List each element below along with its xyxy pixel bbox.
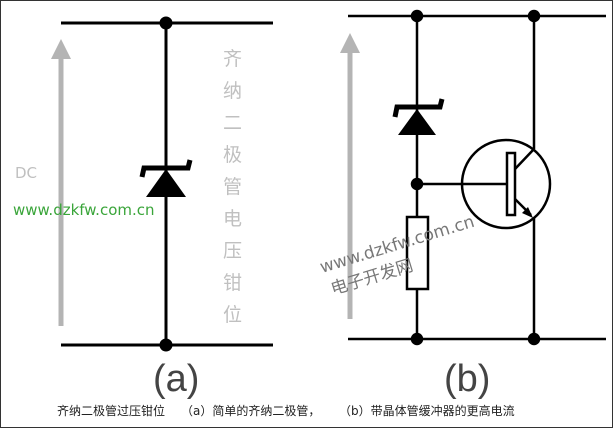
- label-a: (a): [153, 358, 199, 400]
- node-dot: [159, 16, 173, 30]
- dc-label: DC: [15, 164, 37, 182]
- vertical-char: 管: [223, 176, 242, 198]
- node-dot: [527, 9, 541, 23]
- vertical-text: 齐 纳 二 极 管 电 压 钳 位: [223, 48, 242, 326]
- vertical-char: 钳: [223, 272, 242, 294]
- resistor-icon: [405, 215, 430, 291]
- watermark-green: www.dzkfw.com.cn: [13, 201, 155, 219]
- node-dot: [410, 9, 424, 23]
- watermark-b: www.dzkfw.com.cn 电子开发网: [318, 212, 477, 300]
- vertical-char: 压: [223, 240, 242, 262]
- label-b: (b): [444, 358, 490, 400]
- vertical-char: 电: [223, 208, 242, 230]
- node-dot: [159, 338, 173, 352]
- caption-b: （b）带晶体管缓冲器的更高电流: [339, 403, 515, 418]
- vertical-char: 齐: [223, 48, 242, 70]
- node-dot: [410, 332, 424, 346]
- zener-diode-icon: [139, 159, 193, 197]
- zener-diode-icon: [392, 98, 445, 135]
- vertical-char: 纳: [223, 80, 242, 102]
- vertical-char: 位: [223, 304, 242, 326]
- caption-a: （a）简单的齐纳二极管，: [181, 403, 320, 418]
- caption-title: 齐纳二极管过压钳位: [57, 403, 165, 418]
- transistor-icon: [417, 138, 552, 230]
- vertical-char: 极: [223, 144, 242, 166]
- circuit-b: [348, 9, 606, 346]
- node-dot: [527, 332, 541, 346]
- circuit-a: [61, 16, 273, 352]
- vertical-char: 二: [223, 112, 242, 134]
